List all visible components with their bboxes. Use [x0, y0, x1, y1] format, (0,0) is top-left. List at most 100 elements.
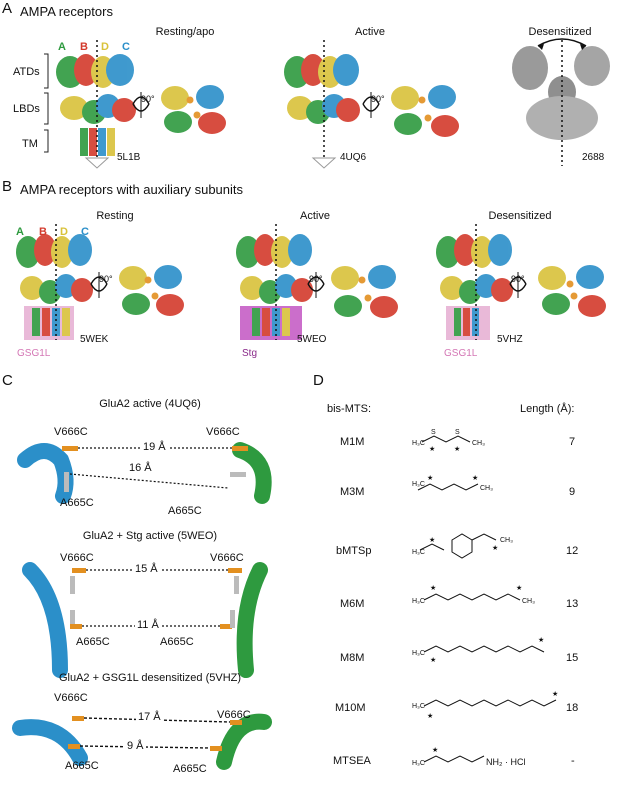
compound-m3m: M3M: [340, 486, 365, 498]
rotation-label-active: 90°: [371, 94, 385, 104]
subunit-b-c-label: C: [81, 226, 89, 238]
panel-a-title: AMPA receptors: [20, 4, 113, 19]
active-lbd-topview: [391, 85, 459, 137]
rotation-label-b-desensitized: 90°: [511, 274, 525, 284]
resting-lbd-topview: [161, 85, 226, 134]
v666c-right-2: V666C: [210, 552, 244, 564]
svg-text:H₃C: H₃C: [412, 650, 425, 657]
svg-text:★: ★: [552, 690, 558, 698]
v666c-left-1: V666C: [54, 426, 88, 438]
resting-receptor-atd: [56, 54, 134, 88]
length-m6m: 13: [566, 598, 579, 610]
svg-text:H₃C: H₃C: [412, 549, 425, 556]
svg-text:★: ★: [432, 746, 438, 754]
panel-d-letter: D: [313, 372, 324, 389]
distance-3b: 9 Å: [125, 740, 146, 752]
svg-text:★: ★: [454, 445, 460, 453]
compound-m8m: M8M: [340, 652, 365, 664]
distance-2a: 15 Å: [133, 563, 160, 575]
pdb-5weo: 5WEO: [297, 334, 327, 345]
rotation-label-b-resting: 90°: [99, 274, 113, 284]
svg-text:★: ★: [492, 544, 498, 552]
state-label-desensitized: Desensitized: [528, 26, 592, 38]
a665c-right-2: A665C: [160, 636, 194, 648]
state-label-b-desensitized: Desensitized: [488, 210, 552, 222]
panel-c-structure-3: [12, 713, 272, 770]
state-label-active: Active: [355, 26, 385, 38]
svg-text:H₃C: H₃C: [412, 703, 425, 710]
a665c-left-3: A665C: [65, 760, 99, 772]
rotation-label-resting: 90°: [141, 94, 155, 104]
length-mtsea: -: [571, 755, 575, 767]
panel-c-structure-2: [22, 562, 268, 678]
a665c-right-3: A665C: [173, 763, 207, 775]
v666c-left-3: V666C: [54, 692, 88, 704]
v666c-right-1: V666C: [206, 426, 240, 438]
svg-text:★: ★: [429, 445, 435, 453]
subunit-b-d-label: D: [60, 226, 68, 238]
length-m1m: 7: [569, 436, 576, 448]
svg-text:★: ★: [430, 584, 436, 592]
svg-text:★: ★: [472, 474, 478, 482]
aux-label-stg: Stg: [242, 348, 258, 359]
aux-label-gsg1l-resting: GSG1L: [17, 348, 51, 359]
m8m-structure: H₃C ★ ★: [412, 636, 544, 664]
panel-c-title-1: GluA2 active (4UQ6): [99, 398, 201, 410]
length-header: Length (Å):: [520, 403, 575, 415]
svg-text:CH₃: CH₃: [480, 485, 493, 492]
length-m8m: 15: [566, 652, 579, 664]
panel-a-structures: [44, 38, 610, 169]
aux-label-gsg1l-desensitized: GSG1L: [444, 348, 478, 359]
mtsea-structure: H₃C ★: [412, 746, 485, 767]
bis-mts-header: bis-MTS:: [327, 403, 371, 415]
distance-1a: 19 Å: [141, 441, 168, 453]
svg-text:S: S: [455, 429, 460, 436]
pdb-4uq6: 4UQ6: [340, 152, 367, 163]
length-m3m: 9: [569, 486, 576, 498]
mtsea-suffix: NH₂ · HCl: [486, 757, 526, 767]
v666c-right-3: V666C: [217, 709, 251, 721]
domain-label-atds: ATDs: [13, 66, 40, 78]
svg-text:H₃C: H₃C: [412, 481, 425, 488]
m1m-structure: H₃C S S CH₃ ★ ★: [412, 429, 485, 453]
compound-m10m: M10M: [335, 702, 366, 714]
v666c-left-2: V666C: [60, 552, 94, 564]
pdb-5wek: 5WEK: [80, 334, 109, 345]
subunit-d-label: D: [101, 41, 109, 53]
active-receptor-lbd: [287, 94, 360, 124]
active-receptor-atd: [284, 54, 359, 88]
subunit-c-label: C: [122, 41, 130, 53]
domain-label-lbds: LBDs: [13, 103, 40, 115]
svg-text:H₃C: H₃C: [412, 760, 425, 767]
compound-mtsea: MTSEA: [333, 755, 371, 767]
pdb-2688: 2688: [582, 152, 605, 163]
svg-text:★: ★: [516, 584, 522, 592]
svg-text:S: S: [431, 429, 436, 436]
bmtsp-structure: H₃C ★ ★ CH₃: [412, 533, 513, 559]
m3m-structure: H₃C ★ ★ CH₃: [412, 474, 493, 492]
pdb-5vhz: 5VHZ: [497, 334, 523, 345]
domain-label-tm: TM: [22, 138, 38, 150]
panel-b-title: AMPA receptors with auxiliary subunits: [20, 182, 244, 197]
distance-3a: 17 Å: [136, 711, 163, 723]
length-bmtsp: 12: [566, 545, 579, 557]
state-label-b-active: Active: [300, 210, 330, 222]
svg-text:H₃C: H₃C: [412, 440, 425, 447]
svg-text:★: ★: [538, 636, 544, 644]
resting-receptor-tm: [80, 128, 115, 156]
svg-text:★: ★: [427, 474, 433, 482]
svg-text:CH₃: CH₃: [522, 598, 535, 605]
svg-text:★: ★: [427, 712, 433, 720]
panel-c-title-2: GluA2 + Stg active (5WEO): [82, 530, 218, 542]
panel-b-letter: B: [2, 178, 13, 195]
subunit-b-a-label: A: [16, 226, 24, 238]
panel-d-structures: H₃C S S CH₃ ★ ★ H₃C ★ ★ CH₃ H₃C ★ ★ CH₃: [412, 429, 558, 767]
pdb-5l1b: 5L1B: [117, 152, 141, 163]
svg-text:CH₃: CH₃: [500, 537, 513, 544]
a665c-right-1: A665C: [168, 505, 202, 517]
panel-c-title-3: GluA2 + GSG1L desensitized (5VHZ): [58, 672, 242, 684]
compound-bmtsp: bMTSp: [336, 545, 372, 557]
a665c-left-1: A665C: [60, 497, 94, 509]
subunit-a-label: A: [58, 41, 66, 53]
compound-m1m: M1M: [340, 436, 365, 448]
